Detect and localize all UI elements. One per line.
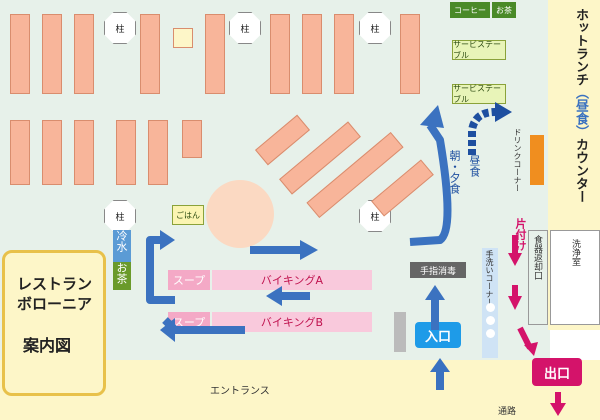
dish-return: 食器返却口 [528, 230, 548, 325]
entrance-label: エントランス [210, 386, 270, 397]
coffee-station: コーヒー [450, 2, 490, 18]
title-line2: ボローニア [17, 294, 93, 313]
table [140, 14, 160, 94]
table [302, 14, 322, 94]
title-line1: レストラン [17, 275, 93, 293]
cold-water: 冷水 [113, 230, 131, 262]
service-table-2: サービステーブル [452, 84, 506, 104]
table [148, 120, 168, 185]
partition [394, 312, 406, 352]
sink [486, 329, 495, 338]
lunch-label: 昼食 [468, 155, 481, 177]
tea-dispenser: お茶 [113, 262, 131, 290]
table [205, 14, 225, 94]
pillar: 柱 [104, 12, 136, 44]
sink [486, 316, 495, 325]
table [116, 120, 136, 185]
pillar: 柱 [229, 12, 261, 44]
table [270, 14, 290, 94]
soup-a: スープ [168, 270, 210, 290]
exit-button[interactable]: 出口 [532, 358, 582, 386]
drink-corner-label: ドリンクコーナー [513, 128, 522, 192]
sink [486, 303, 495, 312]
passage-label: 通路 [498, 407, 517, 417]
hot-lunch-counter: ホットランチ（昼食）カウンター [573, 8, 588, 203]
table [74, 14, 94, 94]
drink-machine [530, 135, 544, 185]
table [42, 14, 62, 94]
table [10, 14, 30, 94]
wash-room: 洗浄室 [550, 230, 600, 325]
small-stand [173, 28, 193, 48]
buffet-a: バイキングA [212, 270, 372, 290]
table [42, 120, 62, 185]
table [182, 120, 202, 158]
breakfast-dinner-label: 朝・夕食 [448, 150, 461, 194]
tea-station: お茶 [492, 2, 516, 18]
arrow-up-route [409, 122, 452, 246]
pillar: 柱 [359, 12, 391, 44]
table [334, 14, 354, 94]
title-panel: レストラン ボローニア 案内図 [2, 250, 106, 396]
rice-label: ごはん [172, 205, 204, 225]
hand-sanitizer: 手指消毒 [410, 262, 466, 278]
buffet-b: バイキングB [212, 312, 372, 332]
service-table-1: サービステーブル [452, 40, 506, 60]
arrow-loop-left [146, 236, 175, 304]
rice-station-circle [206, 180, 274, 248]
title-line3: 案内図 [23, 336, 72, 355]
arrow-left-lower [162, 317, 245, 334]
table [74, 120, 94, 185]
table [400, 14, 420, 94]
table [10, 120, 30, 185]
